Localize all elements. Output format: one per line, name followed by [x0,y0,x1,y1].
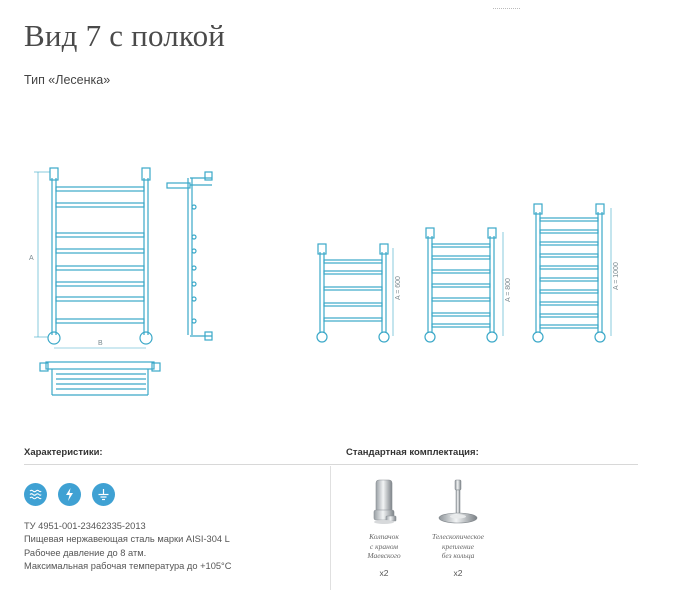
telescopic-mount-icon [438,479,478,524]
feature-icons [24,483,115,506]
ground-icon [92,483,115,506]
water-waves-icon [24,483,47,506]
kit-label-line: Маевского [367,551,401,560]
spec-line: Пищевая нержавеющая сталь марки AISI-304… [24,534,230,545]
kit-label-line: крепление [442,541,474,551]
side-view [166,171,213,341]
front-view [34,167,153,349]
size-1000 [532,203,612,343]
kit-quantity: x2 [379,567,389,578]
kit-label-line: Колпачок [369,532,399,541]
page-title: Вид 7 с полкой [24,18,226,53]
shelf-view [39,361,161,396]
size-label-800: A = 800 [505,278,512,302]
size-label-600: A = 600 [395,276,402,300]
specs-list: ТУ 4951-001-23462335-2013 Пищевая нержав… [24,520,232,573]
spec-line: Максимальная рабочая температура до +105… [24,560,232,571]
corner-mark [493,8,520,10]
dim-label-b: B [98,340,103,347]
size-800 [424,227,504,343]
spec-line: Рабочее давление до 8 атм. [24,547,147,558]
kit-quantity: x2 [453,567,463,578]
size-600 [316,243,394,343]
technical-drawing: A B A = 600 A = 800 A = 1000 [29,167,620,396]
kit-item-telescopic-mount: Телескопическое крепление без кольца x2 [425,478,491,578]
lightning-icon [58,483,81,506]
valve-cap-icon [373,479,397,524]
kit-label-line: без кольца [441,551,475,560]
column-divider [330,466,331,590]
spec-line: ТУ 4951-001-23462335-2013 [24,521,146,531]
kit-item-valve-cap: Колпачок с краном Маевского x2 [360,478,408,578]
kit-label-line: Телескопическое [432,532,484,541]
kit-heading: Стандартная комплектация: [346,447,479,458]
size-label-1000: A = 1000 [613,262,620,290]
page-subtitle: Тип «Лесенка» [24,73,111,87]
dim-label-a: A [29,255,34,262]
characteristics-heading: Характеристики: [24,447,103,458]
section-divider [24,464,638,465]
kit-label-line: с краном [369,541,399,551]
